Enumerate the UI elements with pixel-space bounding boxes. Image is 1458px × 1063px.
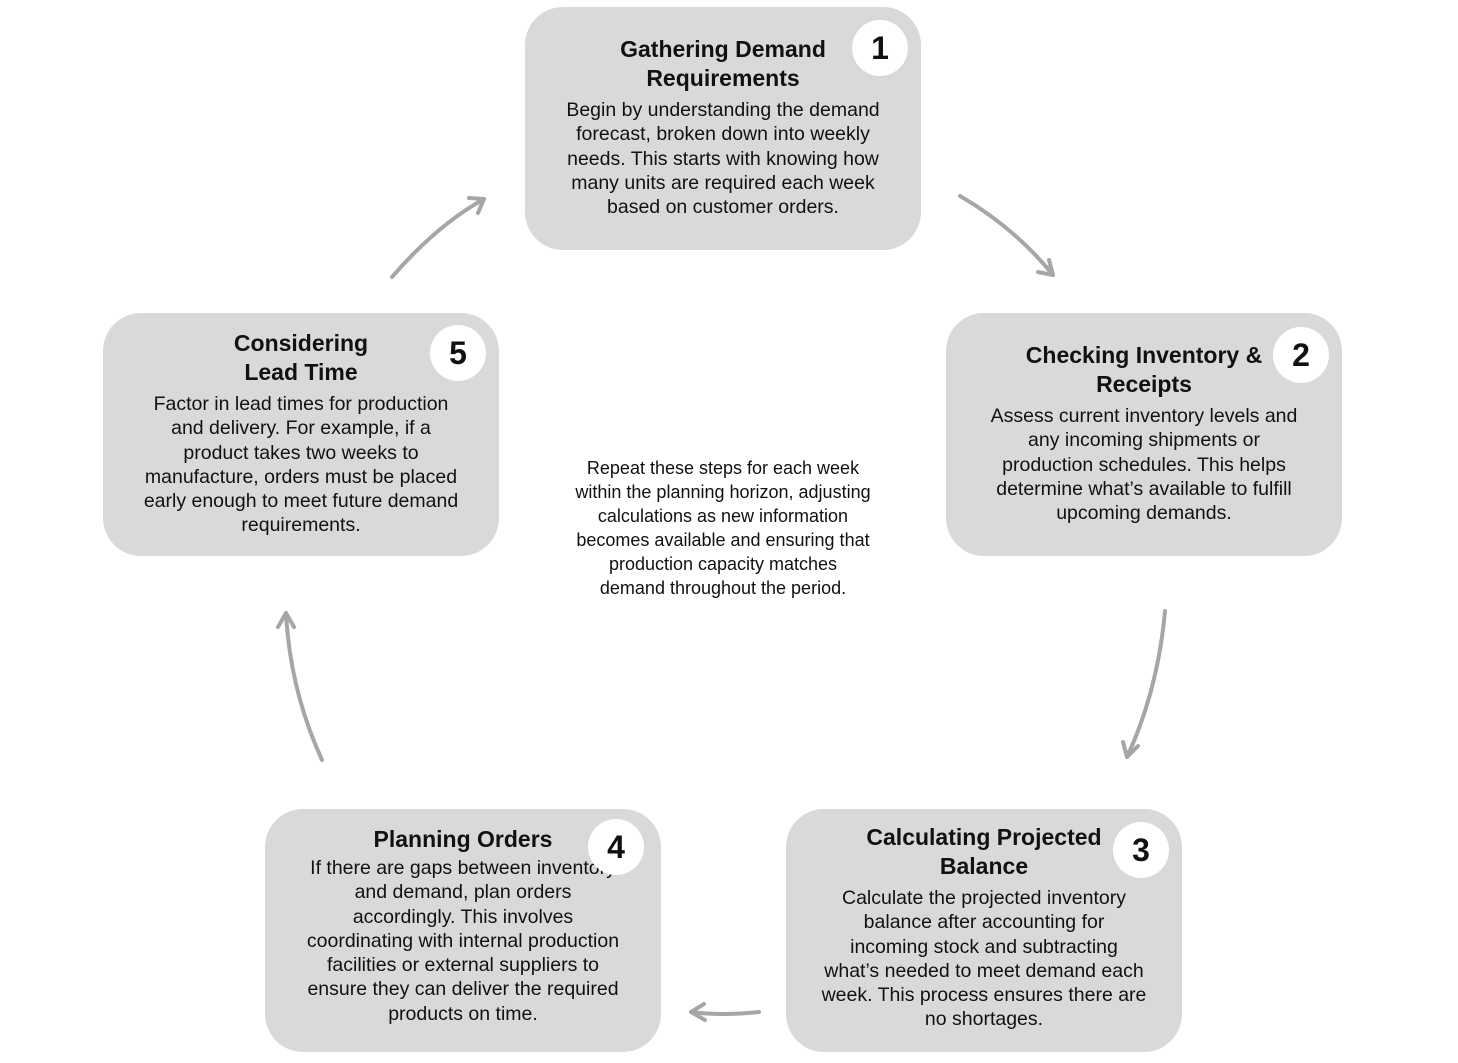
- step-description: Begin by understanding the demand foreca…: [566, 99, 880, 219]
- arrow-step2-to-step3: [1121, 609, 1167, 759]
- step-number-badge: 3: [1113, 822, 1169, 878]
- step-number-badge: 5: [430, 325, 486, 381]
- step-title: Considering Lead Time: [233, 330, 369, 385]
- step-description: If there are gaps between inventory and …: [306, 857, 620, 1025]
- arrow-step3-to-step4: [689, 1002, 761, 1022]
- arrow-step1-to-step2: [958, 194, 1055, 277]
- step-card-2: Checking Inventory & Receipts Assess cur…: [946, 313, 1342, 556]
- step-description: Assess current inventory levels and any …: [990, 405, 1298, 525]
- step-number-badge: 4: [588, 819, 644, 875]
- step-title: Calculating Projected Balance: [866, 824, 1102, 879]
- step-title: Checking Inventory & Receipts: [1025, 342, 1263, 397]
- step-card-3: Calculating Projected Balance Calculate …: [786, 809, 1182, 1052]
- step-card-4: Planning Orders If there are gaps betwee…: [265, 809, 661, 1052]
- step-card-1: Gathering Demand Requirements Begin by u…: [525, 7, 921, 250]
- step-description: Calculate the projected inventory balanc…: [821, 887, 1147, 1031]
- center-note: Repeat these steps for each week within …: [575, 458, 871, 598]
- arrow-step5-to-step1: [390, 196, 486, 279]
- arrow-step4-to-step5: [276, 611, 324, 762]
- step-description: Factor in lead times for production and …: [143, 393, 459, 537]
- step-title: Gathering Demand Requirements: [620, 36, 826, 91]
- step-number-badge: 2: [1273, 327, 1329, 383]
- step-number-badge: 1: [852, 20, 908, 76]
- step-card-5: Considering Lead Time Factor in lead tim…: [103, 313, 499, 556]
- step-title: Planning Orders: [373, 826, 553, 852]
